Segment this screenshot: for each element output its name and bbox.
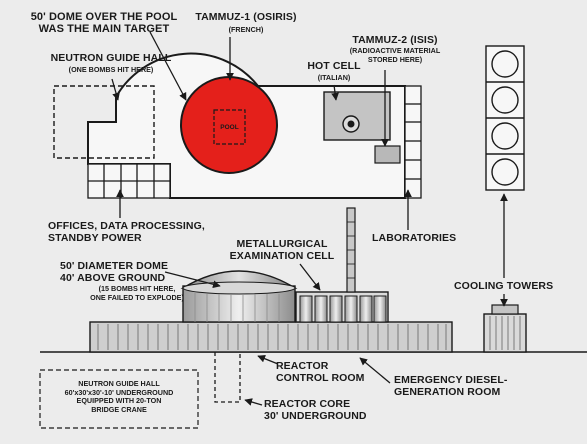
base-building	[89, 321, 453, 353]
cooling-tower-elevation	[483, 304, 527, 353]
neutron-guide-hall-underground-label: NEUTRON GUIDE HALL 60'x30'x30'-10' UNDER…	[64, 379, 174, 414]
dome-main-target-label: 50' DOME OVER THE POOL WAS THE MAIN TARG…	[30, 11, 178, 35]
neutron-guide-hall-outline	[53, 85, 155, 159]
tammuz2-label: TAMMUZ-2 (ISIS)	[352, 34, 438, 46]
cooling-towers-label: COOLING TOWERS	[454, 280, 554, 292]
pool-label: POOL	[220, 124, 239, 131]
cooling-towers-plan	[485, 45, 525, 191]
reactor-control-room-label: REACTOR CONTROL ROOM	[276, 360, 365, 384]
hot-cell-origin-label: (ITALIAN)	[317, 73, 351, 82]
reactor-core-underground	[214, 352, 241, 403]
dome-50-label: 50' DIAMETER DOME 40' ABOVE GROUND	[60, 260, 169, 284]
tammuz1-label: TAMMUZ-1 (OSIRIS)	[195, 11, 297, 23]
hot-cell-label: HOT CELL	[307, 60, 361, 72]
hot-cell-box	[323, 91, 391, 141]
offices-grid	[87, 163, 171, 199]
dome-50-note-label: (15 BOMBS HIT HERE, ONE FAILED TO EXPLOD…	[90, 284, 184, 302]
neutron-guide-hall-note-label: (ONE BOMBS HIT HERE)	[68, 65, 154, 74]
neutron-guide-hall-label: NEUTRON GUIDE HALL	[50, 52, 172, 64]
metallurgical-cell-building	[295, 291, 389, 323]
emergency-diesel-label: EMERGENCY DIESEL- GENERATION ROOM	[394, 374, 508, 398]
tammuz2-box	[374, 145, 401, 164]
laboratories-label: LABORATORIES	[372, 232, 457, 244]
laboratories-grid	[404, 85, 422, 199]
tammuz1-origin-label: (FRENCH)	[228, 25, 264, 34]
leader-arrows	[111, 31, 508, 406]
reactor-core-label: REACTOR CORE 30' UNDERGROUND	[264, 398, 367, 422]
chimney	[346, 207, 356, 293]
pool-outline	[213, 109, 246, 145]
plan-view	[53, 45, 525, 199]
metallurgical-label: METALLURGICAL EXAMINATION CELL	[229, 238, 335, 262]
offices-label: OFFICES, DATA PROCESSING, STANDBY POWER	[48, 220, 205, 244]
tammuz2-note-label: (RADIOACTIVE MATERIAL STORED HERE)	[349, 46, 441, 64]
neutron-guide-hall-underground-box	[39, 369, 199, 429]
